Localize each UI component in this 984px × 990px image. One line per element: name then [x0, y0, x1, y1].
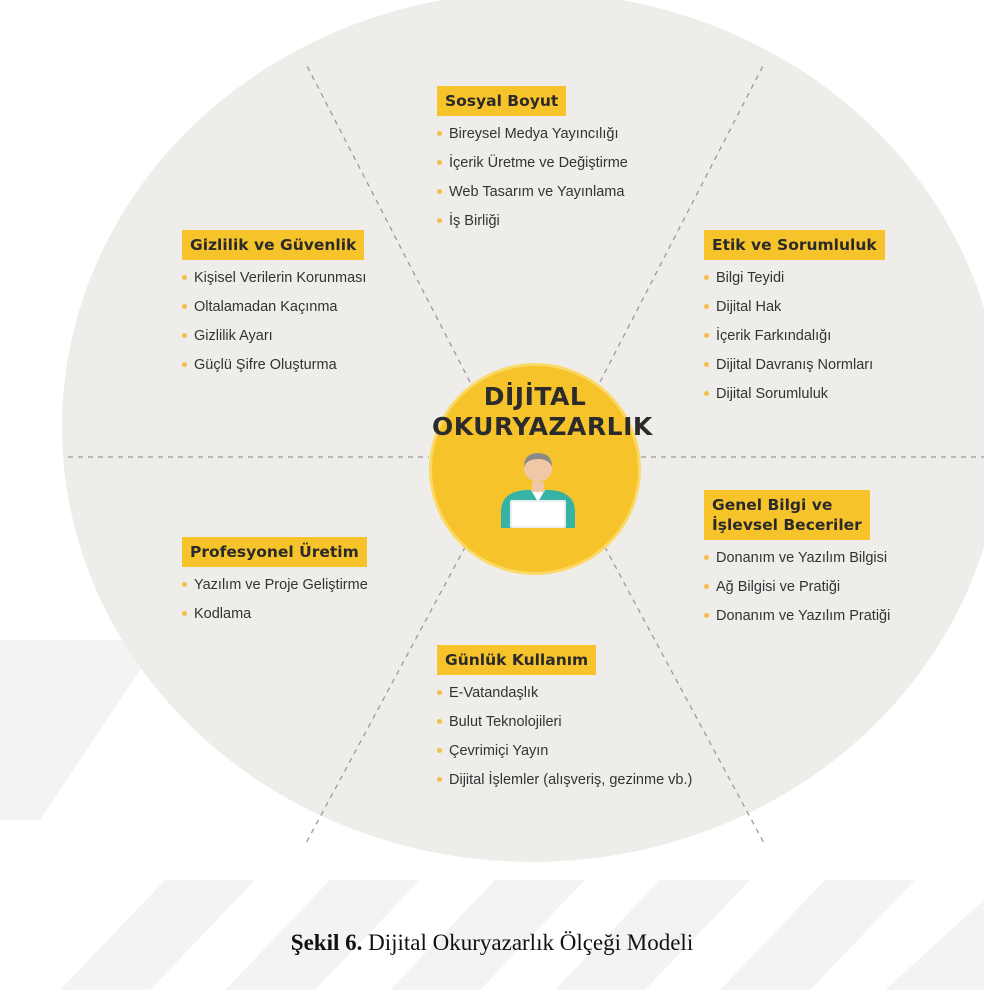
list-item: E-Vatandaşlık [437, 683, 692, 712]
list-item: İçerik Farkındalığı [704, 326, 885, 355]
category-title: Profesyonel Üretim [182, 537, 367, 568]
list-item: Yazılım ve Proje Geliştirme [182, 575, 368, 604]
category-title: Sosyal Boyut [437, 86, 567, 117]
list-item: İçerik Üretme ve Değiştirme [437, 153, 628, 182]
list-item: Bilgi Teyidi [704, 268, 885, 297]
category-title: Günlük Kullanım [437, 645, 597, 676]
category-items: E-Vatandaşlık Bulut Teknolojileri Çevrim… [437, 683, 692, 799]
category-sosyal-boyut: Sosyal Boyut Bireysel Medya Yayıncılığı … [437, 86, 628, 240]
figure-caption: Şekil 6. Dijital Okuryazarlık Ölçeği Mod… [0, 930, 984, 956]
category-genel-bilgi: Genel Bilgi ve İşlevsel Beceriler Donanı… [704, 490, 890, 635]
category-items: Bireysel Medya Yayıncılığı İçerik Üretme… [437, 124, 628, 240]
category-title: Genel Bilgi ve İşlevsel Beceriler [704, 490, 870, 541]
list-item: Oltalamadan Kaçınma [182, 297, 366, 326]
list-item: Dijital Davranış Normları [704, 355, 885, 384]
center-title-line2: OKURYAZARLIK [432, 412, 653, 441]
category-items: Bilgi Teyidi Dijital Hak İçerik Farkında… [704, 268, 885, 413]
category-items: Donanım ve Yazılım Bilgisi Ağ Bilgisi ve… [704, 548, 890, 635]
center-title-line1: DİJİTAL [483, 382, 587, 411]
category-gizlilik-ve-guvenlik: Gizlilik ve Güvenlik Kişisel Verilerin K… [182, 230, 366, 384]
category-title: Gizlilik ve Güvenlik [182, 230, 365, 261]
list-item: Gizlilik Ayarı [182, 326, 366, 355]
caption-text: Dijital Okuryazarlık Ölçeği Modeli [362, 930, 694, 955]
list-item: Web Tasarım ve Yayınlama [437, 182, 628, 211]
category-profesyonel-uretim: Profesyonel Üretim Yazılım ve Proje Geli… [182, 537, 368, 633]
caption-label: Şekil 6. [290, 930, 363, 955]
list-item: Çevrimiçi Yayın [437, 741, 692, 770]
category-gunluk-kullanim: Günlük Kullanım E-Vatandaşlık Bulut Tekn… [437, 645, 692, 799]
list-item: Dijital İşlemler (alışveriş, gezinme vb.… [437, 770, 692, 799]
list-item: Kişisel Verilerin Korunması [182, 268, 366, 297]
list-item: İş Birliği [437, 211, 628, 240]
center-hub: DİJİTAL OKURYAZARLIK [429, 363, 653, 575]
list-item: Dijital Hak [704, 297, 885, 326]
category-items: Yazılım ve Proje Geliştirme Kodlama [182, 575, 368, 633]
category-title: Etik ve Sorumluluk [704, 230, 885, 261]
list-item: Bulut Teknolojileri [437, 712, 692, 741]
list-item: Güçlü Şifre Oluşturma [182, 355, 366, 384]
list-item: Ağ Bilgisi ve Pratiği [704, 577, 890, 606]
list-item: Dijital Sorumluluk [704, 384, 885, 413]
list-item: Donanım ve Yazılım Pratiği [704, 606, 890, 635]
category-etik-ve-sorumluluk: Etik ve Sorumluluk Bilgi Teyidi Dijital … [704, 230, 885, 413]
person-laptop-icon [501, 453, 575, 528]
list-item: Donanım ve Yazılım Bilgisi [704, 548, 890, 577]
list-item: Bireysel Medya Yayıncılığı [437, 124, 628, 153]
list-item: Kodlama [182, 604, 368, 633]
category-items: Kişisel Verilerin Korunması Oltalamadan … [182, 268, 366, 384]
